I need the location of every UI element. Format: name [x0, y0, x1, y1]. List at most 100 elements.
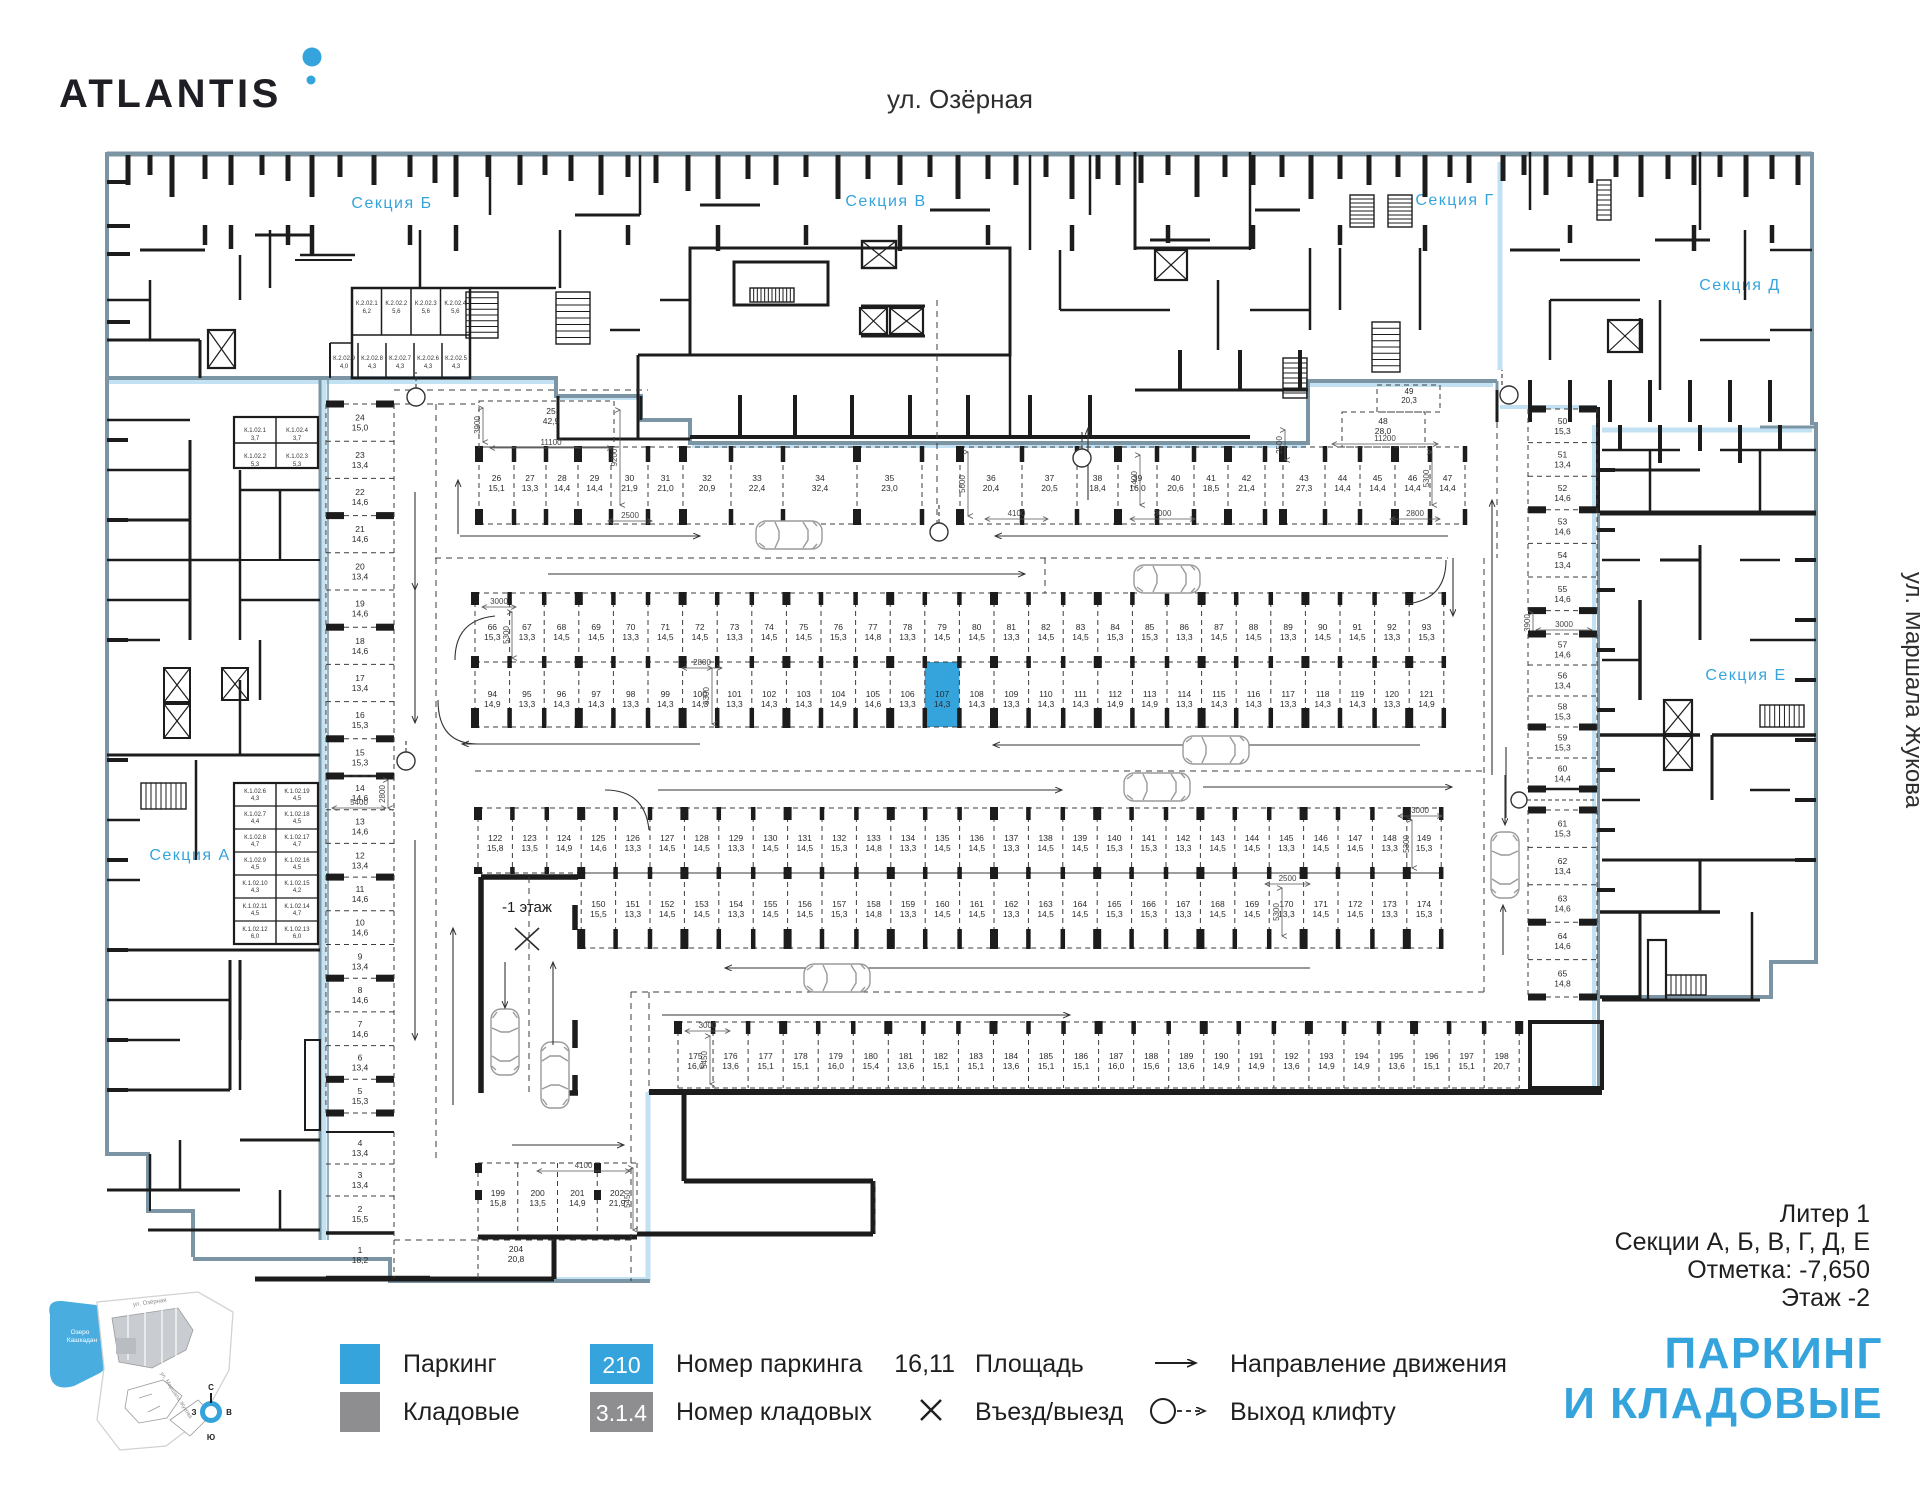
svg-text:14,5: 14,5: [1037, 843, 1054, 853]
svg-text:14,6: 14,6: [352, 534, 369, 544]
svg-text:15,1: 15,1: [792, 1061, 809, 1071]
svg-text:108: 108: [970, 689, 984, 699]
svg-text:15,3: 15,3: [1141, 632, 1158, 642]
svg-text:14,5: 14,5: [693, 843, 710, 853]
svg-text:16,0: 16,0: [1108, 1061, 1125, 1071]
svg-text:2800: 2800: [693, 658, 711, 667]
svg-text:27,3: 27,3: [1296, 483, 1313, 493]
svg-text:14,4: 14,4: [554, 483, 571, 493]
svg-text:14,5: 14,5: [588, 632, 605, 642]
svg-text:4,2: 4,2: [293, 888, 302, 894]
svg-text:15,8: 15,8: [487, 843, 504, 853]
svg-text:110: 110: [1039, 689, 1053, 699]
svg-text:3000: 3000: [1555, 620, 1573, 629]
svg-text:14,5: 14,5: [934, 843, 951, 853]
svg-text:14,4: 14,4: [586, 483, 603, 493]
svg-text:13,4: 13,4: [352, 571, 369, 581]
svg-text:14,5: 14,5: [1244, 843, 1261, 853]
svg-text:Направление движения: Направление движения: [1230, 1350, 1507, 1378]
svg-text:73: 73: [730, 622, 740, 632]
svg-text:170: 170: [1279, 899, 1293, 909]
svg-text:14,4: 14,4: [1439, 483, 1456, 493]
svg-text:К.1.02.1: К.1.02.1: [244, 428, 267, 434]
svg-text:К.1.02.15: К.1.02.15: [284, 881, 310, 887]
svg-text:5,3: 5,3: [251, 462, 260, 468]
svg-text:45: 45: [1373, 473, 1383, 483]
svg-text:155: 155: [763, 899, 777, 909]
svg-text:2500: 2500: [621, 511, 639, 520]
svg-text:26: 26: [492, 473, 502, 483]
svg-text:13,3: 13,3: [900, 909, 917, 919]
svg-text:42: 42: [1242, 473, 1252, 483]
svg-text:13,4: 13,4: [352, 460, 369, 470]
svg-text:14,6: 14,6: [590, 843, 607, 853]
svg-text:88: 88: [1249, 622, 1259, 632]
svg-text:122: 122: [488, 833, 502, 843]
svg-text:3900: 3900: [1523, 614, 1532, 632]
svg-text:21,0: 21,0: [657, 483, 674, 493]
svg-text:2500: 2500: [1279, 874, 1297, 883]
svg-text:К.1.02.14: К.1.02.14: [284, 904, 310, 910]
svg-text:14,5: 14,5: [1038, 632, 1055, 642]
svg-text:89: 89: [1283, 622, 1293, 632]
svg-text:5300: 5300: [502, 626, 511, 644]
svg-text:95: 95: [522, 689, 532, 699]
svg-text:156: 156: [798, 899, 812, 909]
svg-text:4100: 4100: [575, 1161, 593, 1170]
svg-text:15,3: 15,3: [1141, 843, 1158, 853]
svg-text:4100: 4100: [1008, 509, 1026, 518]
svg-text:112: 112: [1108, 689, 1122, 699]
svg-text:К.1.02.4: К.1.02.4: [286, 428, 309, 434]
svg-text:25: 25: [546, 406, 556, 416]
svg-text:87: 87: [1214, 622, 1224, 632]
svg-text:15,3: 15,3: [1106, 843, 1123, 853]
svg-text:13,3: 13,3: [726, 632, 743, 642]
svg-text:14,6: 14,6: [1554, 904, 1571, 914]
svg-text:Ю: Ю: [207, 1433, 215, 1442]
svg-text:189: 189: [1179, 1051, 1193, 1061]
svg-text:11: 11: [356, 884, 365, 894]
svg-text:13,3: 13,3: [1280, 632, 1297, 642]
svg-text:111: 111: [1074, 689, 1087, 699]
svg-text:68: 68: [557, 622, 567, 632]
svg-text:4,5: 4,5: [251, 865, 260, 871]
svg-text:5: 5: [358, 1086, 363, 1096]
svg-text:92: 92: [1387, 622, 1397, 632]
svg-text:76: 76: [834, 622, 844, 632]
svg-text:15,3: 15,3: [831, 909, 848, 919]
svg-text:13,3: 13,3: [622, 632, 639, 642]
svg-text:Секция Б: Секция Б: [351, 195, 432, 212]
svg-text:159: 159: [901, 899, 915, 909]
svg-text:120: 120: [1385, 689, 1399, 699]
svg-text:2800: 2800: [1406, 509, 1424, 518]
svg-text:196: 196: [1424, 1051, 1438, 1061]
svg-text:4,5: 4,5: [293, 819, 302, 825]
svg-text:61: 61: [1558, 819, 1568, 829]
svg-text:4: 4: [358, 1138, 363, 1148]
svg-text:К.1.02.18: К.1.02.18: [284, 812, 310, 818]
svg-text:К.2.02.6: К.2.02.6: [417, 356, 440, 362]
svg-text:15,3: 15,3: [1554, 426, 1571, 436]
svg-text:14,6: 14,6: [352, 1029, 369, 1039]
svg-text:176: 176: [723, 1051, 737, 1061]
svg-text:14,6: 14,6: [1554, 493, 1571, 503]
svg-text:13,6: 13,6: [898, 1061, 915, 1071]
svg-text:43: 43: [1299, 473, 1309, 483]
svg-text:14,5: 14,5: [1209, 843, 1226, 853]
svg-text:6,0: 6,0: [293, 934, 302, 940]
svg-text:14,6: 14,6: [352, 894, 369, 904]
svg-text:4,3: 4,3: [424, 364, 433, 370]
svg-text:13,6: 13,6: [1388, 1061, 1405, 1071]
svg-text:5450: 5450: [623, 1190, 632, 1208]
svg-text:Площадь: Площадь: [975, 1350, 1084, 1378]
svg-text:Выход клифту: Выход клифту: [1230, 1398, 1396, 1426]
svg-text:3: 3: [358, 1170, 363, 1180]
svg-text:175: 175: [688, 1051, 702, 1061]
svg-text:ул. Озёрная: ул. Озёрная: [133, 1298, 167, 1309]
svg-text:13,3: 13,3: [1175, 843, 1192, 853]
svg-text:13,3: 13,3: [728, 909, 745, 919]
svg-text:173: 173: [1383, 899, 1397, 909]
svg-text:13,3: 13,3: [1003, 843, 1020, 853]
svg-text:13,3: 13,3: [1384, 699, 1401, 709]
svg-text:7: 7: [358, 1019, 363, 1029]
